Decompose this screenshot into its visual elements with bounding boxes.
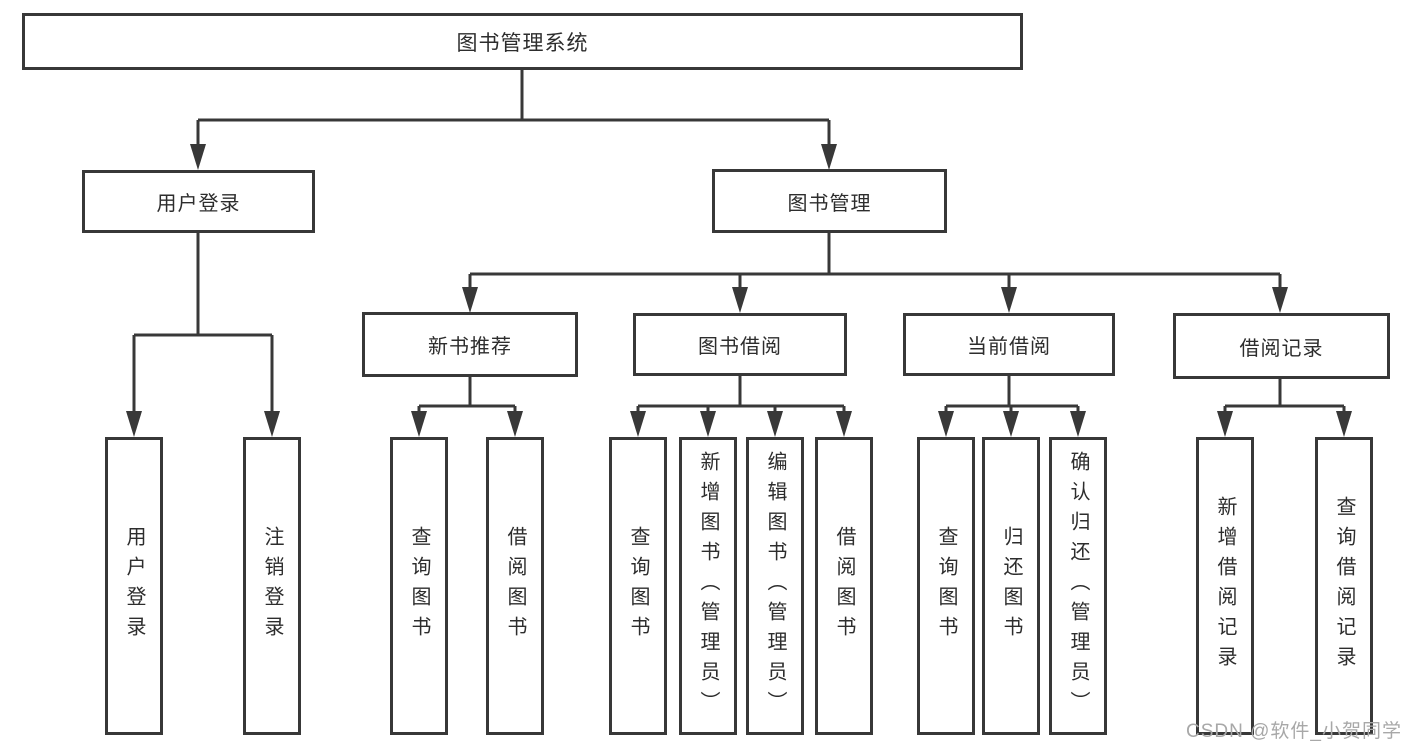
arrow-icon: [1336, 411, 1352, 437]
arrow-icon: [126, 411, 142, 437]
arrow-icon: [264, 411, 280, 437]
node-root-system: 图书管理系统: [22, 13, 1023, 70]
leaf-user-login: 用户登录: [105, 437, 163, 735]
leaf-borrow-book-label: 借阅图书: [833, 526, 855, 646]
leaf-logout-label: 注销登录: [261, 526, 283, 646]
leaf-borrow-book-recommend: 借阅图书: [486, 437, 544, 735]
node-book-borrowing: 图书借阅: [633, 313, 847, 376]
arrow-icon: [1001, 287, 1017, 313]
node-new-book-recommend: 新书推荐: [362, 312, 578, 377]
arrow-icon: [507, 411, 523, 437]
watermark: CSDN @软件_小贺同学: [1186, 721, 1402, 742]
arrow-icon: [1217, 411, 1233, 437]
leaf-add-borrow-record: 新增借阅记录: [1196, 437, 1254, 735]
arrow-icon: [767, 411, 783, 437]
arrow-icon: [630, 411, 646, 437]
node-user-login: 用户登录: [82, 170, 315, 233]
leaf-query-book-borrowing: 查询图书: [609, 437, 667, 735]
leaf-query-borrow-record: 查询借阅记录: [1315, 437, 1373, 735]
node-root-label: 图书管理系统: [456, 31, 589, 55]
leaf-return-book: 归还图书: [982, 437, 1040, 735]
arrow-icon: [938, 411, 954, 437]
node-borrowing-records-label: 借阅记录: [1239, 337, 1324, 360]
leaf-add-borrow-record-label: 新增借阅记录: [1214, 496, 1236, 676]
leaf-query-book-current: 查询图书: [917, 437, 975, 735]
node-book-management-label: 图书管理: [787, 192, 872, 215]
leaf-edit-book-admin: 编辑图书（管理员）: [746, 437, 804, 735]
arrow-icon: [190, 144, 206, 170]
arrow-icon: [732, 287, 748, 313]
leaf-query-book-recommend-label: 查询图书: [408, 526, 430, 646]
arrow-icon: [821, 144, 837, 170]
arrow-icon: [1070, 411, 1086, 437]
node-book-borrowing-label: 图书借阅: [698, 336, 782, 358]
node-borrowing-records: 借阅记录: [1173, 313, 1390, 379]
leaf-query-borrow-record-label: 查询借阅记录: [1333, 496, 1355, 676]
leaf-query-book-recommend: 查询图书: [390, 437, 448, 735]
leaf-confirm-return-admin-label: 确认归还（管理员）: [1067, 451, 1089, 721]
node-current-borrowing-label: 当前借阅: [967, 336, 1051, 358]
arrowhead-icons: [126, 144, 1352, 437]
leaf-confirm-return-admin: 确认归还（管理员）: [1049, 437, 1107, 735]
leaf-add-book-admin: 新增图书（管理员）: [679, 437, 737, 735]
arrow-icon: [462, 287, 478, 313]
leaf-borrow-book: 借阅图书: [815, 437, 873, 735]
leaf-add-book-admin-label: 新增图书（管理员）: [697, 451, 719, 721]
leaf-user-login-label: 用户登录: [123, 526, 145, 646]
leaf-query-book-borrowing-label: 查询图书: [627, 526, 649, 646]
leaf-borrow-book-recommend-label: 借阅图书: [504, 526, 526, 646]
node-user-login-label: 用户登录: [156, 193, 241, 215]
arrow-icon: [1003, 411, 1019, 437]
node-current-borrowing: 当前借阅: [903, 313, 1115, 376]
node-new-book-recommend-label: 新书推荐: [428, 336, 512, 358]
arrow-icon: [836, 411, 852, 437]
leaf-logout: 注销登录: [243, 437, 301, 735]
leaf-edit-book-admin-label: 编辑图书（管理员）: [764, 451, 786, 721]
arrow-icon: [700, 411, 716, 437]
arrow-icon: [411, 411, 427, 437]
node-book-management: 图书管理: [712, 169, 947, 233]
leaf-return-book-label: 归还图书: [1000, 526, 1022, 646]
leaf-query-book-current-label: 查询图书: [935, 526, 957, 646]
connector-paths: [132, 70, 1346, 415]
arrow-icon: [1272, 287, 1288, 313]
